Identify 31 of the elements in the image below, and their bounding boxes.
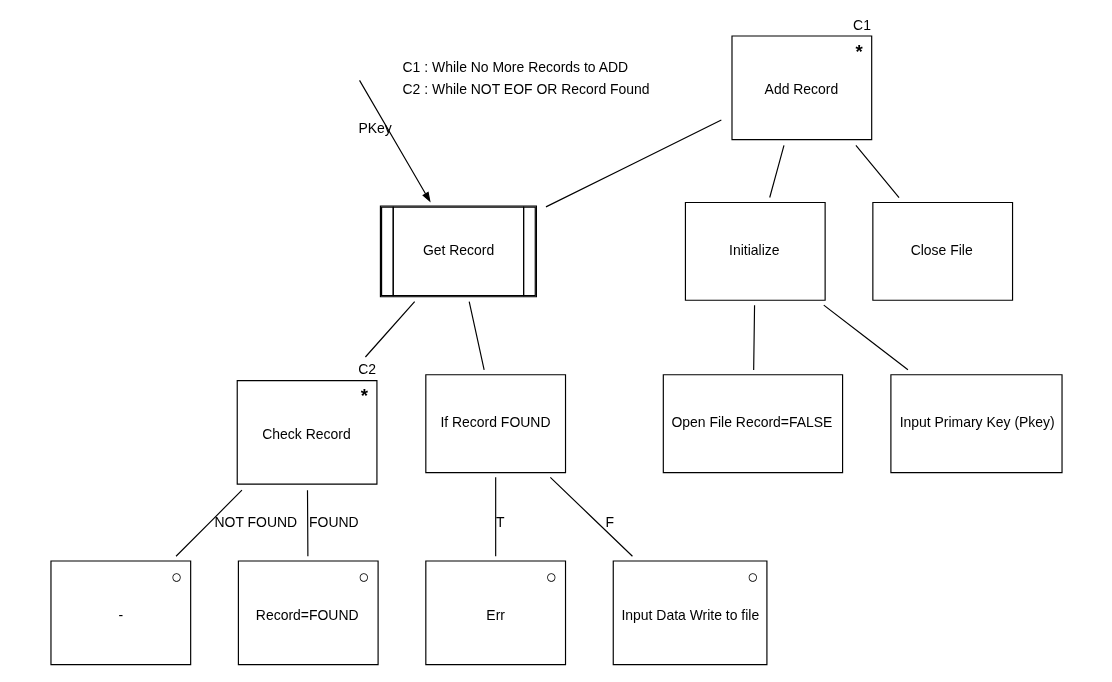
connector — [544, 119, 722, 208]
node-box: * Add Record — [730, 35, 872, 141]
label: C1 : While No More Records to ADD — [402, 58, 628, 75]
node-box: Input Primary Key (Pkey) — [889, 374, 1063, 474]
edge-label: T — [495, 513, 505, 530]
node-label: C1 — [852, 16, 871, 33]
arrow — [358, 79, 431, 203]
connector — [494, 476, 496, 557]
node-box: Initialize — [684, 201, 826, 301]
edge-label: FOUND — [308, 513, 359, 530]
connector — [768, 144, 785, 199]
node-box: ○ Input Data Write to file — [612, 560, 767, 666]
node-label: C2 — [357, 361, 376, 378]
node-box: If Record FOUND — [424, 374, 566, 474]
edge-label: NOT FOUND — [214, 513, 297, 530]
connector — [468, 301, 485, 371]
connector — [174, 489, 242, 557]
connector — [752, 304, 755, 371]
node-box: * Check Record — [236, 380, 377, 485]
connector — [306, 489, 308, 557]
node-box: Close File — [871, 201, 1013, 301]
label: C2 : While NOT EOF OR Record Found — [402, 80, 650, 97]
connector — [549, 476, 633, 557]
node-box: ○ Record=FOUND — [237, 560, 379, 666]
connector — [822, 304, 908, 371]
edge-label: F — [604, 513, 614, 530]
connector — [854, 144, 900, 199]
node-box: ○ Err — [424, 560, 566, 666]
node-box: Open File Record=FALSE — [662, 374, 843, 474]
connector — [364, 301, 415, 358]
node-box: ○ - — [49, 560, 191, 666]
